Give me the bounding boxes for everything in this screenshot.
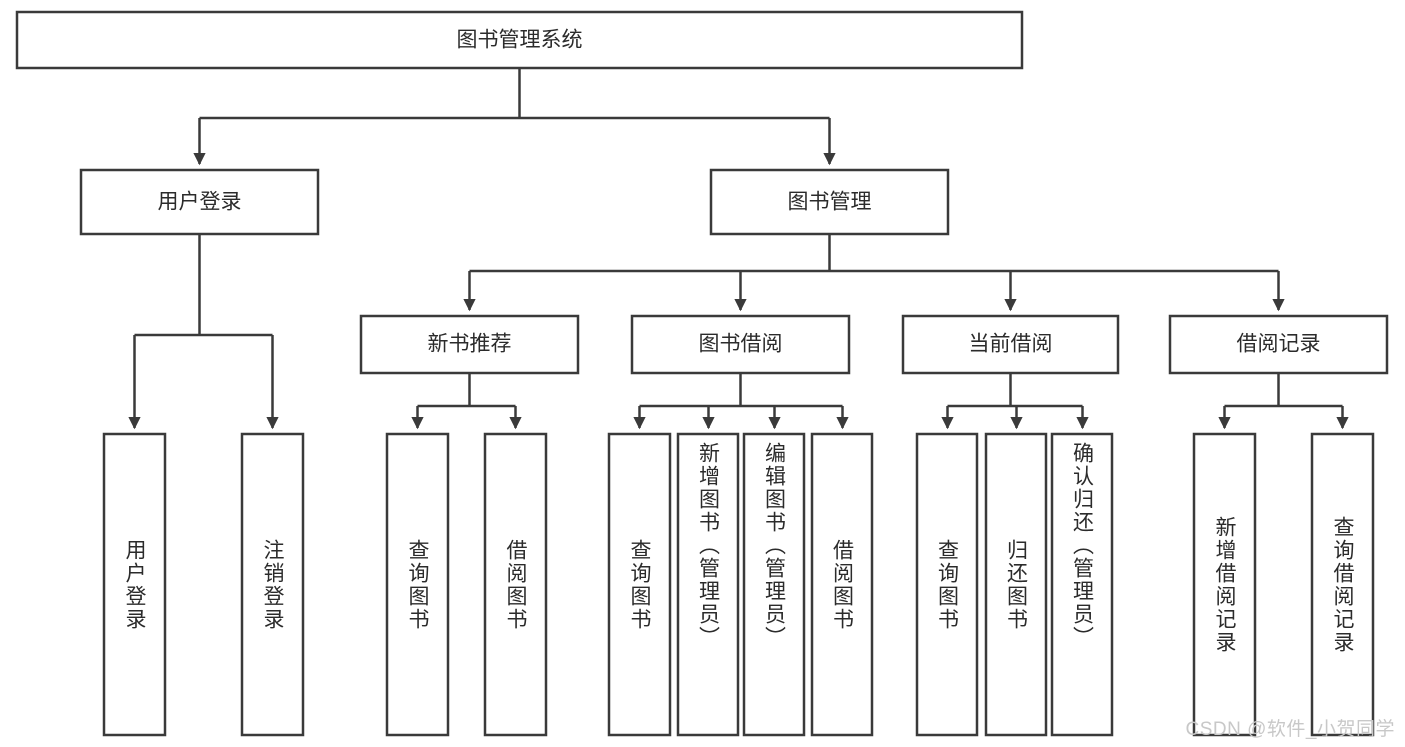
node-label-current-borrow: 当前借阅 xyxy=(969,333,1053,356)
csdn-watermark: CSDN @软件_小贺同学 xyxy=(1185,719,1395,740)
node-box-new-book-recommend[interactable] xyxy=(359,314,580,375)
node-box-user-login[interactable] xyxy=(79,168,320,236)
node-layer: 图书管理系统 用户登录 图书管理 新书推荐 图书借阅 当前借阅 借阅记录 xyxy=(15,10,1389,737)
node-box-leaf-user-login[interactable] xyxy=(102,432,167,737)
node-box-root[interactable] xyxy=(15,10,1024,70)
node-box-leaf-return-book[interactable] xyxy=(984,432,1048,737)
node-box-borrow-record[interactable] xyxy=(1168,314,1389,375)
node-label-new-book-recommend: 新书推荐 xyxy=(428,333,512,356)
node-box-book-borrow[interactable] xyxy=(630,314,851,375)
node-box-leaf-query-book-2[interactable] xyxy=(607,432,672,737)
node-box-leaf-confirm-return[interactable] xyxy=(1050,432,1114,737)
node-box-leaf-borrow-book-2[interactable] xyxy=(810,432,874,737)
node-label-borrow-record: 借阅记录 xyxy=(1237,333,1321,356)
node-box-book-manage[interactable] xyxy=(709,168,950,236)
node-box-leaf-logout[interactable] xyxy=(240,432,305,737)
node-box-leaf-add-book[interactable] xyxy=(676,432,740,737)
node-box-leaf-edit-book[interactable] xyxy=(742,432,806,737)
node-box-leaf-query-book-3[interactable] xyxy=(915,432,979,737)
connector-layer xyxy=(128,68,1349,430)
node-box-leaf-query-book-1[interactable] xyxy=(385,432,450,737)
node-label-book-borrow: 图书借阅 xyxy=(699,333,783,356)
node-label-user-login: 用户登录 xyxy=(158,191,242,214)
node-box-current-borrow[interactable] xyxy=(901,314,1120,375)
node-box-leaf-add-record[interactable] xyxy=(1192,432,1257,737)
node-label-book-manage: 图书管理 xyxy=(788,191,872,214)
node-box-leaf-borrow-book-1[interactable] xyxy=(483,432,548,737)
node-label-root: 图书管理系统 xyxy=(457,29,583,52)
node-box-leaf-query-record[interactable] xyxy=(1310,432,1375,737)
